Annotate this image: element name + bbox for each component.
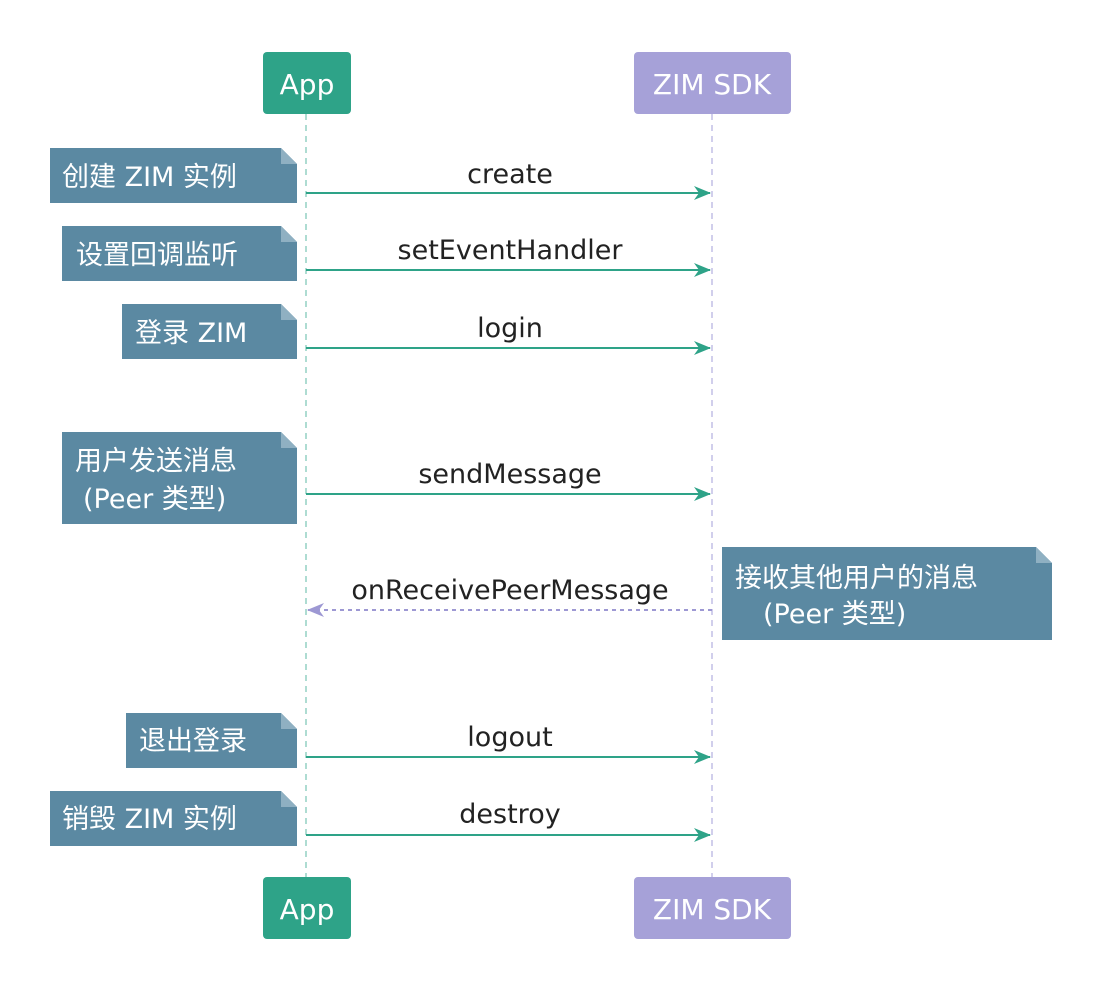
message-label: create (467, 159, 553, 190)
note-logout: 退出登录 (126, 713, 297, 768)
message-send-message: sendMessage (306, 459, 711, 501)
message-label: onReceivePeerMessage (351, 575, 668, 606)
note-text: 销毁 ZIM 实例 (62, 804, 237, 835)
note-text: 创建 ZIM 实例 (62, 162, 237, 193)
message-logout: logout (306, 722, 711, 764)
message-create: create (306, 159, 711, 200)
note-text-line-1: 接收其他用户的消息 (735, 563, 978, 594)
note-set-callback: 设置回调监听 (62, 226, 297, 281)
note-text: 设置回调监听 (76, 240, 238, 271)
sdk-label: ZIM SDK (653, 893, 772, 926)
note-destroy-instance: 销毁 ZIM 实例 (50, 791, 297, 846)
note-text-line-1: 用户发送消息 (75, 446, 237, 477)
message-destroy: destroy (306, 799, 711, 842)
message-label: destroy (459, 799, 560, 830)
app-label: App (280, 893, 335, 926)
note-text-line-2: (Peer 类型) (83, 484, 226, 515)
sdk-label: ZIM SDK (653, 68, 772, 101)
message-label: setEventHandler (398, 235, 624, 266)
message-set-event-handler: setEventHandler (306, 235, 711, 277)
note-text-line-2: (Peer 类型) (763, 599, 906, 630)
note-send-message: 用户发送消息 (Peer 类型) (62, 432, 297, 524)
note-text: 登录 ZIM (135, 318, 247, 349)
note-receive-message: 接收其他用户的消息 (Peer 类型) (722, 547, 1052, 640)
sdk-participant-top: ZIM SDK (634, 52, 791, 114)
message-label: sendMessage (418, 459, 601, 490)
note-login: 登录 ZIM (122, 304, 297, 359)
sdk-participant-bottom: ZIM SDK (634, 877, 791, 939)
message-login: login (306, 313, 711, 355)
app-participant-top: App (263, 52, 351, 114)
note-text: 退出登录 (139, 726, 247, 757)
message-on-receive-peer-message: onReceivePeerMessage (307, 575, 712, 617)
app-label: App (280, 68, 335, 101)
note-create-instance: 创建 ZIM 实例 (50, 148, 297, 203)
message-label: logout (467, 722, 552, 753)
message-label: login (477, 313, 543, 344)
app-participant-bottom: App (263, 877, 351, 939)
